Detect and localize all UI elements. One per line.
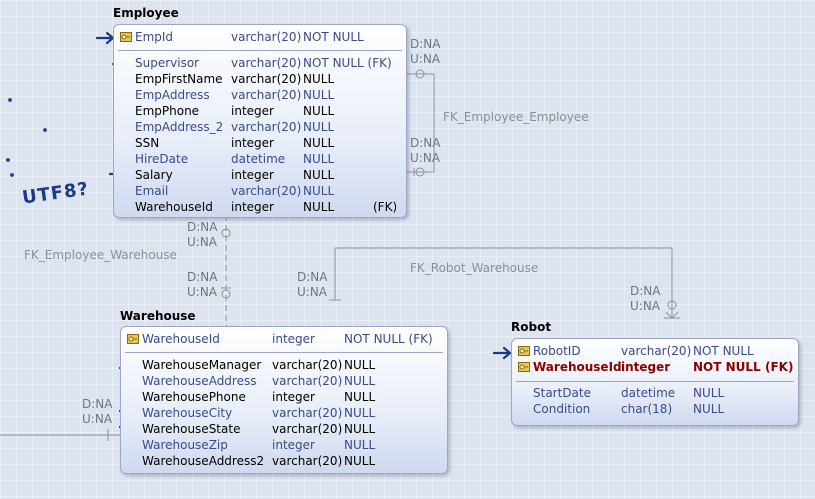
fk-employee-employee-line [405,69,435,177]
column-name: WarehouseId [533,360,622,374]
column-null: NULL [344,374,376,388]
cardinality-emp-emp-top: D:NA U:NA [410,37,441,66]
column-name: EmpId [135,30,174,44]
column-name: HireDate [135,152,189,166]
column-name: SSN [135,136,160,150]
column-null: NULL [303,200,335,214]
column-type: datetime [621,386,676,400]
column-name: WarehouseId [135,200,213,214]
column-type: integer [272,390,315,404]
warehouse-title[interactable]: Warehouse [120,309,196,323]
column-name: Email [135,184,169,198]
column-null: NULL [344,358,376,372]
primary-key-icon [127,334,139,344]
column-type: integer [231,104,274,118]
column-type: integer [272,438,315,452]
column-name: StartDate [533,386,591,400]
column-type: varchar(20) [231,88,302,102]
primary-key-icon [518,346,530,356]
column-type: integer [231,136,274,150]
column-null: NULL [344,438,376,452]
column-type: integer [231,200,274,214]
column-type: char(18) [621,402,673,416]
column-null: NULL [344,406,376,420]
column-null: NULL [303,120,335,134]
column-name: RobotID [533,344,581,358]
cardinality-emp-wh-bottom: D:NA U:NA [187,270,218,299]
pk-divider [118,50,402,51]
foreign-primary-key-icon [518,362,530,372]
column-name: Supervisor [135,56,200,70]
column-type: integer [621,360,671,374]
column-name: EmpFirstName [135,72,223,86]
column-name: WarehouseAddress2 [142,454,265,468]
fk-robot-warehouse-line [329,247,680,319]
column-null: NOT NULL (FK) [344,332,433,346]
column-name: WarehouseId [142,332,220,346]
fk-robot-warehouse-label[interactable]: FK_Robot_Warehouse [410,261,539,275]
column-name: WarehouseZip [142,438,228,452]
column-null: NULL [303,88,335,102]
column-fk: (FK) [373,200,398,214]
column-null: NULL [693,402,725,416]
column-name: Condition [533,402,591,416]
column-type: varchar(20) [272,422,343,436]
column-type: varchar(20) [272,406,343,420]
column-type: varchar(20) [231,184,302,198]
column-type: varchar(20) [272,454,343,468]
robot-entity[interactable]: RobotID varchar(20) NOT NULL WarehouseId… [511,338,799,426]
fk-employee-warehouse-line [221,215,231,328]
column-null: NOT NULL (FK) [303,56,392,70]
column-name: WarehouseCity [142,406,233,420]
employee-entity[interactable]: EmpId varchar(20) NOT NULL Supervisor var… [113,24,407,218]
pk-divider [125,352,443,353]
column-type: varchar(20) [231,72,302,86]
column-name: WarehouseAddress [142,374,257,388]
column-null: NULL [303,184,335,198]
column-name: Salary [135,168,173,182]
cardinality-emp-emp-bottom: D:NA U:NA [410,136,441,165]
column-name: EmpAddress [135,88,210,102]
column-type: varchar(20) [231,120,302,134]
column-null: NOT NULL [693,344,754,358]
robot-title[interactable]: Robot [511,320,552,334]
column-null: NOT NULL [303,30,364,44]
warehouse-left-line [0,429,120,441]
column-type: varchar(20) [272,374,343,388]
column-null: NOT NULL [693,360,761,374]
column-null: NULL [344,454,376,468]
column-null: NULL [344,390,376,404]
warehouse-entity[interactable]: WarehouseId integer NOT NULL (FK) Wareho… [120,326,448,474]
fk-employee-employee-label[interactable]: FK_Employee_Employee [443,110,589,124]
column-null: NULL [693,386,725,400]
column-type: integer [272,332,315,346]
column-null: NULL [303,104,335,118]
cardinality-wh-left: D:NA U:NA [82,397,113,426]
column-name: EmpPhone [135,104,200,118]
column-name: EmpAddress_2 [135,120,224,134]
pk-divider [516,381,794,382]
fk-employee-warehouse-label[interactable]: FK_Employee_Warehouse [24,248,177,262]
primary-key-icon [120,32,132,42]
column-type: datetime [231,152,286,166]
column-fk: (FK) [765,360,794,374]
column-null: NULL [303,72,335,86]
column-type: varchar(20) [231,30,302,44]
cardinality-emp-wh-top: D:NA U:NA [187,220,218,249]
column-name: WarehousePhone [142,390,246,404]
cardinality-robot-wh-left: D:NA U:NA [297,270,328,299]
column-null: NULL [303,152,335,166]
column-null: NULL [303,168,335,182]
column-type: integer [231,168,274,182]
column-type: varchar(20) [621,344,692,358]
column-name: WarehouseState [142,422,241,436]
column-name: WarehouseManager [142,358,262,372]
column-null: NULL [303,136,335,150]
column-type: varchar(20) [272,358,343,372]
cardinality-robot-wh-right: D:NA U:NA [630,284,661,313]
column-type: varchar(20) [231,56,302,70]
employee-title[interactable]: Employee [113,6,179,20]
column-null: NULL [344,422,376,436]
